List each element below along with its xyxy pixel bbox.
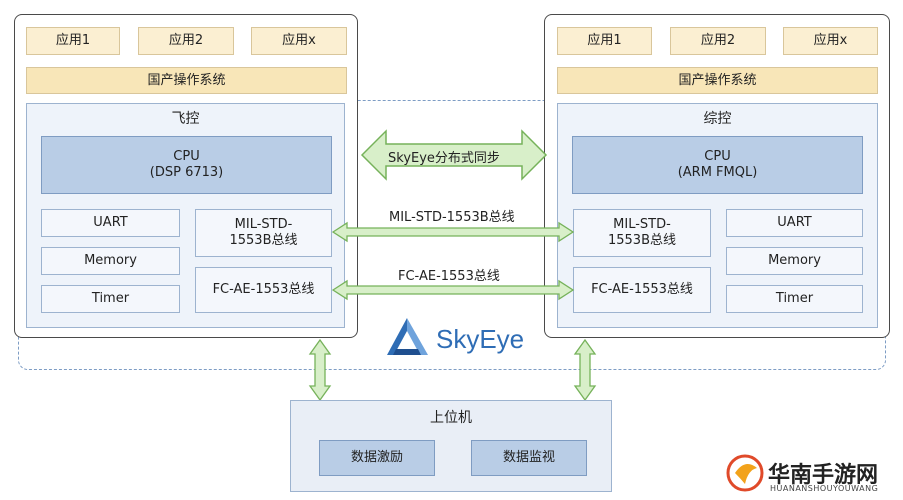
right-board-title: 综控 [703, 111, 732, 127]
right-os-bar: 国产操作系统 [557, 67, 878, 94]
mil-bus-label: MIL-STD-1553B总线 [389, 210, 515, 225]
right-app-1: 应用1 [557, 27, 652, 55]
watermark-sub: HUANANSHOUYOUWANG [770, 484, 879, 493]
left-os-bar: 国产操作系统 [26, 67, 347, 94]
left-app-x: 应用x [251, 27, 347, 55]
right-mil-bus: MIL-STD- 1553B总线 [573, 209, 711, 257]
fc-bus-label: FC-AE-1553总线 [398, 269, 500, 284]
right-app-x: 应用x [783, 27, 878, 55]
right-uart: UART [726, 209, 863, 237]
left-board-title: 飞控 [171, 111, 200, 127]
left-timer: Timer [41, 285, 180, 313]
host-data-monitor: 数据监视 [471, 440, 587, 476]
right-timer: Timer [726, 285, 863, 313]
right-memory: Memory [726, 247, 863, 275]
right-app-2: 应用2 [670, 27, 766, 55]
fc-bus-arrow [331, 279, 575, 301]
left-host-arrow [308, 338, 332, 402]
host-data-stimulus: 数据激励 [319, 440, 435, 476]
left-mil-bus: MIL-STD- 1553B总线 [195, 209, 332, 257]
right-host-arrow [573, 338, 597, 402]
sync-arrow [360, 129, 548, 181]
left-fc-bus: FC-AE-1553总线 [195, 267, 332, 313]
right-cpu: CPU (ARM FMQL) [572, 136, 863, 194]
watermark-logo-icon [726, 454, 764, 492]
host-title: 上位机 [430, 410, 472, 426]
left-app-2: 应用2 [138, 27, 234, 55]
left-memory: Memory [41, 247, 180, 275]
skyeye-logo-icon [387, 318, 428, 355]
mil-bus-arrow [331, 221, 575, 243]
left-cpu: CPU (DSP 6713) [41, 136, 332, 194]
left-uart: UART [41, 209, 180, 237]
skyeye-brand-name: SkyEye [436, 324, 525, 354]
sync-label: SkyEye分布式同步 [388, 151, 500, 166]
left-app-1: 应用1 [26, 27, 120, 55]
watermark-name: 华南手游网 [768, 463, 879, 488]
right-fc-bus: FC-AE-1553总线 [573, 267, 711, 313]
